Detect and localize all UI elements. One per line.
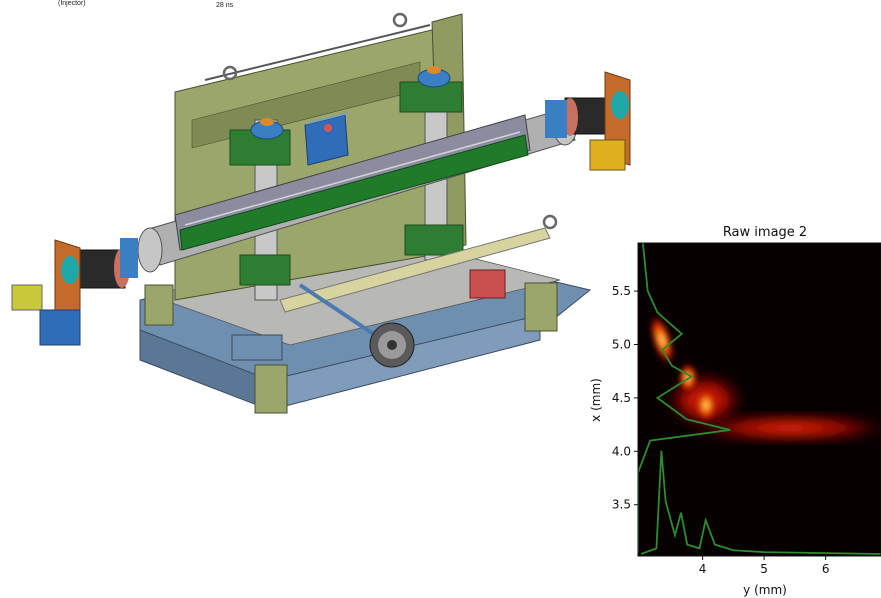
timing-caption: 28 ns (216, 2, 234, 9)
y-tick-label: 5.5 (612, 284, 631, 298)
right-end-assembly (545, 71, 631, 171)
y-tick-label: 5.0 (612, 337, 631, 351)
injector-caption: (Injector) (58, 0, 86, 7)
y-tick-label: 4.0 (612, 444, 631, 458)
lifting-eyes (222, 12, 558, 230)
x-tick-label: 5 (760, 562, 768, 576)
beam-pipe (137, 104, 578, 273)
left-end-assembly (11, 238, 138, 346)
y-tick-label: 4.5 (612, 391, 631, 405)
x-tick-label: 4 (699, 562, 707, 576)
y-axis: 3.5 4.0 4.5 5.0 5.5 (612, 284, 638, 512)
horizontal-profile-line (640, 450, 881, 555)
chart-title: Raw image 2 (723, 225, 807, 240)
beam-lobe-upper (649, 313, 675, 367)
feet-blocks (144, 269, 558, 414)
x-axis: 4 5 6 (699, 556, 830, 576)
plot-frame (637, 242, 881, 557)
hand-wheel (369, 322, 415, 368)
beam-lobe-lower (694, 387, 718, 423)
y-tick-label: 3.5 (612, 498, 631, 512)
vertical-profile-line (638, 243, 731, 553)
x-tick-label: 6 (822, 562, 830, 576)
actuator-box (304, 112, 350, 166)
x-axis-label: y (mm) (743, 583, 787, 597)
y-axis-label: x (mm) (589, 378, 603, 422)
